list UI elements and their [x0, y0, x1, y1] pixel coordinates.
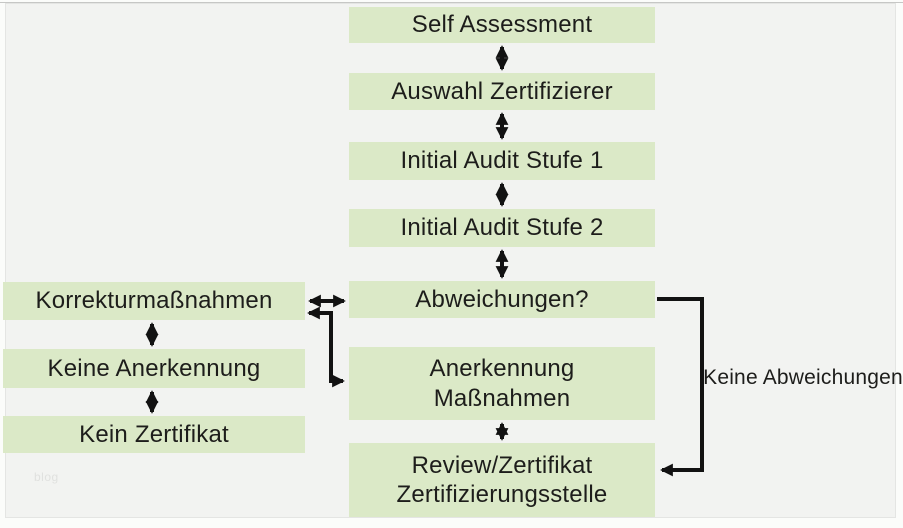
node-self-assessment: Self Assessment	[349, 7, 655, 43]
node-korrekturmassnahmen: Korrekturmaßnahmen	[3, 282, 305, 320]
watermark-blog: blog	[34, 470, 59, 484]
node-anerkennung-massnahmen: Anerkennung Maßnahmen	[349, 347, 655, 420]
node-initial-audit-stufe-1: Initial Audit Stufe 1	[349, 142, 655, 180]
edge-label-keine-abweichungen: Keine Abweichungen	[703, 366, 903, 389]
arrow-korrektur-anerkennung	[307, 306, 345, 388]
node-initial-audit-stufe-2: Initial Audit Stufe 2	[349, 209, 655, 247]
node-auswahl-zertifizierer: Auswahl Zertifizierer	[349, 73, 655, 110]
node-abweichungen: Abweichungen?	[349, 281, 655, 318]
node-review-zertifikat: Review/Zertifikat Zertifizierungsstelle	[349, 443, 655, 517]
node-kein-zertifikat: Kein Zertifikat	[3, 416, 305, 453]
node-keine-anerkennung: Keine Anerkennung	[3, 349, 305, 388]
arrow-keine-abweichungen-bypass	[657, 297, 704, 477]
